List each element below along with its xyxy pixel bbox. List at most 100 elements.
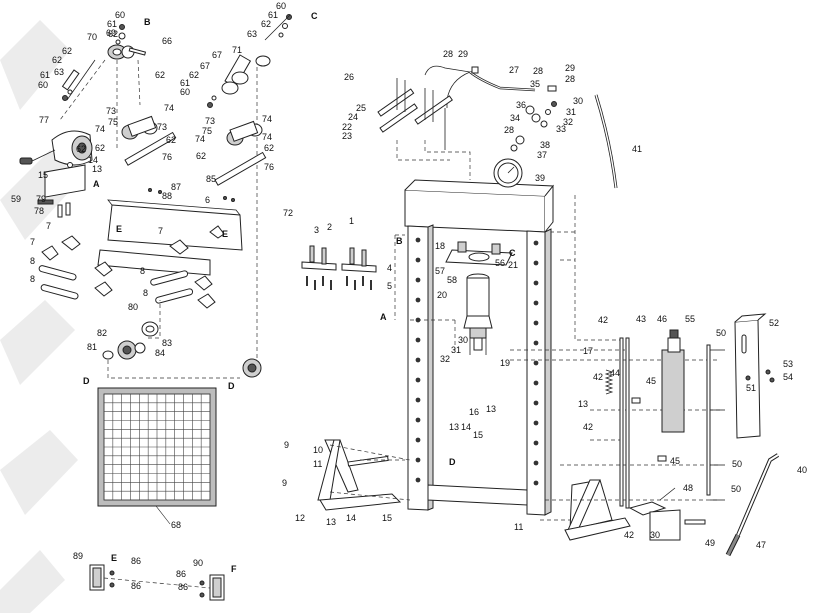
pump-assembly (604, 313, 780, 557)
part-callout-48: 48 (683, 483, 693, 493)
part-callout-60: 60 (180, 87, 190, 97)
part-callout-50: 50 (716, 328, 726, 338)
part-callout-80: 80 (128, 302, 138, 312)
part-callout-F: F (231, 564, 237, 574)
part-callout-A: A (380, 312, 387, 322)
part-callout-86: 86 (176, 569, 186, 579)
part-callout-20: 20 (437, 290, 447, 300)
part-callout-76: 76 (264, 162, 274, 172)
part-callout-81: 81 (87, 342, 97, 352)
part-callout-24: 24 (348, 112, 358, 122)
part-callout-E: E (116, 224, 122, 234)
part-callout-42: 42 (583, 422, 593, 432)
part-callout-60: 60 (115, 10, 125, 20)
part-callout-73: 73 (106, 106, 116, 116)
part-callout-12: 12 (295, 513, 305, 523)
part-callout-23: 23 (342, 131, 352, 141)
part-callout-7: 7 (158, 226, 163, 236)
part-callout-62: 62 (196, 151, 206, 161)
part-callout-28: 28 (443, 49, 453, 59)
part-callout-45: 45 (670, 456, 680, 466)
press-frame (301, 65, 720, 541)
part-callout-D: D (83, 376, 90, 386)
part-callout-61: 61 (40, 70, 50, 80)
part-callout-78: 78 (34, 206, 44, 216)
part-callout-86: 86 (178, 582, 188, 592)
part-callout-36: 36 (516, 100, 526, 110)
part-callout-B: B (144, 17, 151, 27)
part-callout-74: 74 (262, 132, 272, 142)
part-callout-62: 62 (261, 19, 271, 29)
part-callout-15: 15 (473, 430, 483, 440)
part-callout-28: 28 (504, 125, 514, 135)
safety-screen-guard (97, 387, 217, 525)
part-callout-62: 62 (189, 70, 199, 80)
part-callout-9: 9 (284, 440, 289, 450)
part-callout-41: 41 (632, 144, 642, 154)
part-callout-71: 71 (232, 45, 242, 55)
part-callout-74: 74 (262, 114, 272, 124)
part-callout-37: 37 (537, 150, 547, 160)
part-callout-77: 77 (39, 115, 49, 125)
part-callout-31: 31 (566, 107, 576, 117)
part-callout-66: 66 (162, 36, 172, 46)
part-callout-49: 49 (705, 538, 715, 548)
part-callout-75: 75 (108, 117, 118, 127)
part-callout-13: 13 (326, 517, 336, 527)
part-callout-28: 28 (533, 66, 543, 76)
part-callout-31: 31 (451, 345, 461, 355)
part-callout-75: 75 (202, 126, 212, 136)
part-callout-60: 60 (38, 80, 48, 90)
part-callout-83: 83 (162, 338, 172, 348)
part-callout-85: 85 (206, 174, 216, 184)
part-callout-47: 47 (756, 540, 766, 550)
part-callout-9: 9 (282, 478, 287, 488)
part-callout-15: 15 (38, 170, 48, 180)
part-callout-52: 52 (769, 318, 779, 328)
part-callout-62: 62 (264, 143, 274, 153)
part-callout-67: 67 (200, 61, 210, 71)
part-callout-74: 74 (164, 103, 174, 113)
part-callout-84: 84 (155, 348, 165, 358)
part-callout-14: 14 (88, 155, 98, 165)
part-callout-76: 76 (162, 152, 172, 162)
part-callout-E: E (222, 229, 228, 239)
part-callout-70: 70 (87, 32, 97, 42)
part-callout-57: 57 (435, 266, 445, 276)
part-callout-30: 30 (573, 96, 583, 106)
part-callout-88: 88 (162, 191, 172, 201)
part-callout-61: 61 (180, 78, 190, 88)
part-callout-45: 45 (646, 376, 656, 386)
part-callout-E: E (111, 553, 117, 563)
part-callout-14: 14 (346, 513, 356, 523)
part-callout-50: 50 (732, 459, 742, 469)
part-callout-60: 60 (276, 1, 286, 11)
part-callout-13: 13 (92, 164, 102, 174)
part-callout-58: 58 (447, 275, 457, 285)
part-callout-7: 7 (30, 237, 35, 247)
part-callout-62: 62 (155, 70, 165, 80)
part-callout-73: 73 (157, 122, 167, 132)
part-callout-74: 74 (195, 134, 205, 144)
part-callout-26: 26 (344, 72, 354, 82)
part-callout-69: 69 (106, 28, 116, 38)
part-callout-61: 61 (268, 10, 278, 20)
part-callout-86: 86 (131, 556, 141, 566)
part-callout-C: C (509, 248, 516, 258)
part-callout-59: 59 (11, 194, 21, 204)
part-callout-13: 13 (486, 404, 496, 414)
part-callout-67: 67 (212, 50, 222, 60)
part-callout-13: 13 (578, 399, 588, 409)
part-callout-79: 79 (36, 194, 46, 204)
watermark (0, 20, 80, 613)
part-callout-13: 13 (449, 422, 459, 432)
part-callout-63: 63 (54, 67, 64, 77)
part-callout-87: 87 (171, 182, 181, 192)
part-callout-2: 2 (327, 222, 332, 232)
part-callout-8: 8 (30, 274, 35, 284)
part-callout-17: 17 (583, 346, 593, 356)
left-shaft-assembly (19, 14, 292, 379)
part-callout-74: 74 (95, 124, 105, 134)
part-callout-11: 11 (514, 522, 523, 532)
